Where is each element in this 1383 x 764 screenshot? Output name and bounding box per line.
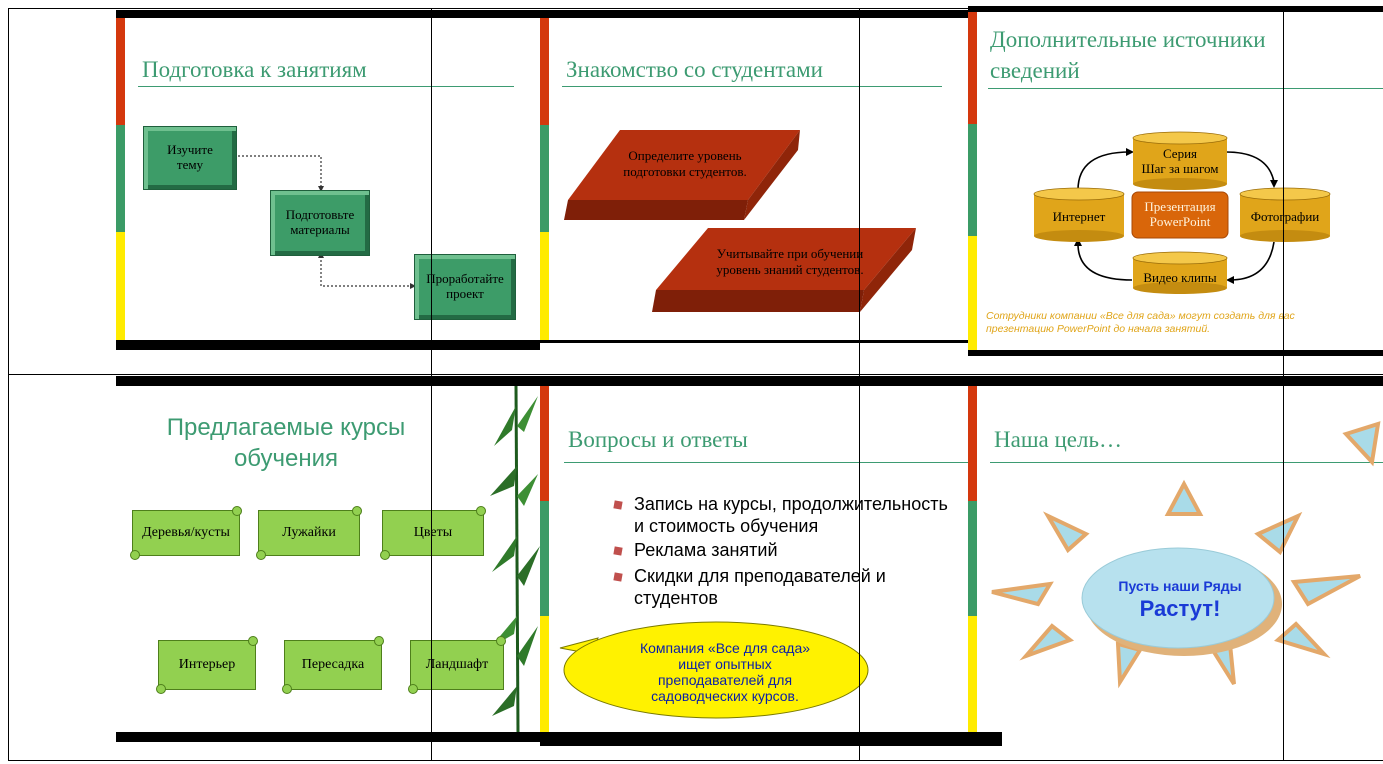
slide-frame-bar (116, 10, 968, 18)
title-rule (562, 86, 942, 87)
cycle-left-label: Интернет (1052, 209, 1106, 224)
stripe-red (968, 386, 977, 501)
table-row-divider (8, 374, 1383, 375)
stripe-yellow (968, 236, 977, 350)
table-column-divider (859, 8, 860, 761)
parallelogram-shapes (564, 130, 916, 312)
slide-title: Предлагаемые курсы обучения (166, 414, 406, 473)
cylinder-left (1033, 187, 1125, 242)
stripe-green (540, 125, 549, 232)
slide-title: Дополнительные источники сведений (990, 27, 1266, 84)
slide-frame-bar (116, 732, 540, 742)
stripe-yellow (540, 232, 549, 340)
slide-qa[interactable]: Вопросы и ответы Запись на курсы, продол… (540, 386, 968, 732)
slide-title: Вопросы и ответы (568, 427, 748, 452)
title-rule (988, 88, 1383, 89)
slide-students[interactable]: Знакомство со студентами Определите уров… (540, 18, 968, 340)
slide-frame-bar (968, 6, 1383, 12)
step-label: Изучите тему (167, 142, 213, 172)
bullet-item: Запись на курсы, продолжительность и сто… (613, 494, 948, 537)
block-assess-level: Определите уровень подготовки студентов. (623, 148, 747, 179)
slide-goal[interactable]: Наша цель… Пусть наши Ряды Растут! (968, 386, 1383, 732)
bullet-item: Реклама занятий (613, 540, 778, 562)
slide-frame-bar (968, 350, 1383, 356)
cycle-bottom-label: Видео клипы (1143, 270, 1217, 285)
table-border-top (8, 8, 1383, 9)
cylinder-top (1132, 131, 1228, 190)
sources-note: Сотрудники компании «Все для сада» могут… (986, 310, 1295, 336)
course-interior: Интерьер (156, 636, 258, 694)
bullet-text: Запись на курсы, продолжительность и сто… (634, 494, 948, 536)
cylinder-right (1239, 187, 1331, 242)
title-rule (990, 462, 1383, 463)
course-transplant: Пересадка (282, 636, 384, 694)
table-border-bottom (8, 760, 1383, 761)
slide-title: Знакомство со студентами (566, 57, 823, 82)
table-column-divider (1283, 8, 1284, 761)
slide-title: Подготовка к занятиям (142, 57, 367, 82)
slide-courses[interactable]: Предлагаемые курсы обучения Деревья/куст… (116, 386, 540, 732)
table-column-divider (431, 8, 432, 761)
slide-title: Наша цель… (994, 427, 1122, 452)
course-label: Деревья/кусты (142, 525, 230, 540)
step-work-project: Проработайте проект (414, 254, 516, 320)
cylinder-bottom (1132, 251, 1228, 294)
title-rule (138, 86, 514, 87)
bullet-item: Скидки для преподавателей и студентов (613, 566, 886, 609)
cycle-right-label: Фотографии (1250, 209, 1320, 224)
stripe-yellow (968, 616, 977, 732)
cycle-center-label: Презентация PowerPoint (1144, 199, 1216, 229)
bullet-text: Скидки для преподавателей и студентов (634, 566, 886, 608)
course-flowers: Цветы (380, 506, 486, 560)
slide-frame-bar (116, 340, 540, 350)
course-lawns: Лужайки (256, 506, 362, 560)
stripe-red (540, 18, 549, 125)
slide-preparation[interactable]: Подготовка к занятиям Изучите тему Подго… (116, 18, 540, 340)
stripe-red (540, 386, 549, 501)
stripe-green (116, 125, 125, 232)
callout-bubble (559, 621, 869, 719)
slide-frame-bar (116, 376, 1383, 386)
slide-frame-bar (540, 732, 1002, 746)
stripe-red (968, 12, 977, 124)
course-trees: Деревья/кусты (130, 506, 242, 560)
step-label: Подготовьте материалы (285, 207, 355, 237)
step-label: Проработайте проект (426, 271, 504, 301)
goal-line-2: Растут! (1139, 596, 1221, 621)
step-study-topic: Изучите тему (143, 126, 237, 190)
slide-frame-bar (540, 340, 968, 343)
title-rule (564, 462, 968, 463)
stripe-yellow (116, 232, 125, 340)
bullet-text: Реклама занятий (634, 540, 778, 560)
sun-illustration (991, 421, 1381, 689)
course-label: Лужайки (282, 525, 336, 540)
step-prepare-materials: Подготовьте материалы (270, 190, 370, 256)
stripe-green (968, 124, 977, 236)
cycle-top-label: Серия Шаг за шагом (1141, 146, 1219, 176)
course-landscape: Ландшафт (408, 636, 506, 694)
course-label: Пересадка (301, 657, 365, 672)
goal-line-1: Пусть наши Ряды (1118, 578, 1242, 594)
course-label: Ландшафт (425, 657, 489, 672)
stripe-green (540, 501, 549, 616)
table-border-left (8, 8, 9, 761)
callout-text: Компания «Все для сада» ищет опытных пре… (639, 639, 811, 705)
block-consider-level: Учитывайте при обучении уровень знаний с… (716, 246, 864, 277)
stripe-green (968, 501, 977, 616)
stripe-yellow (540, 616, 549, 732)
cycle-arrows (1033, 131, 1331, 294)
stripe-red (116, 18, 125, 125)
course-label: Интерьер (178, 657, 236, 672)
course-label: Цветы (413, 525, 453, 540)
slide-sources[interactable]: Дополнительные источники сведений (968, 12, 1383, 350)
